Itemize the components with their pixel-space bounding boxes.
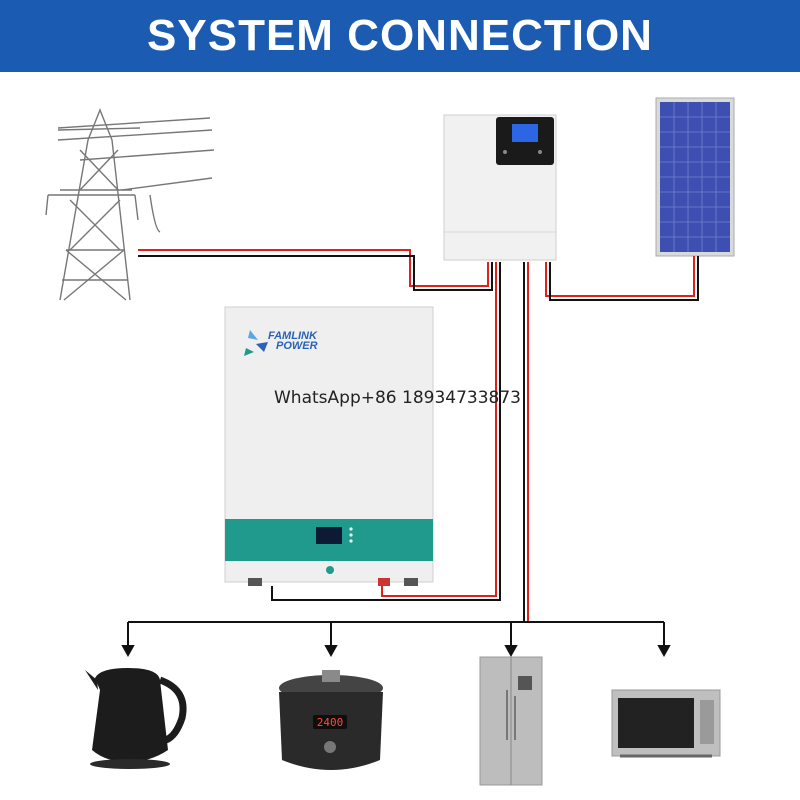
solar-panel-icon: [655, 97, 735, 257]
microwave-icon: [611, 689, 721, 758]
cooker-display: 2400: [317, 716, 344, 729]
wiring: [128, 249, 699, 623]
contact-watermark: WhatsApp+86 18934733873: [274, 388, 521, 408]
brand-line1: FAMLINK: [268, 330, 317, 342]
system-diagram: 2400: [45, 97, 735, 786]
kettle-icon: [85, 668, 187, 769]
rice-cooker-icon: 2400: [279, 670, 383, 770]
battery-brand: FAMLINK POWER: [268, 330, 318, 352]
power-tower-icon: [45, 108, 215, 301]
load-arrows: [121, 622, 671, 658]
page-title: SYSTEM CONNECTION: [147, 11, 653, 60]
header-banner: SYSTEM CONNECTION: [0, 0, 800, 72]
inverter-icon: [443, 114, 557, 261]
brand-line2: POWER: [276, 340, 318, 352]
refrigerator-icon: [479, 656, 543, 786]
lithium-battery-icon: [224, 306, 434, 586]
